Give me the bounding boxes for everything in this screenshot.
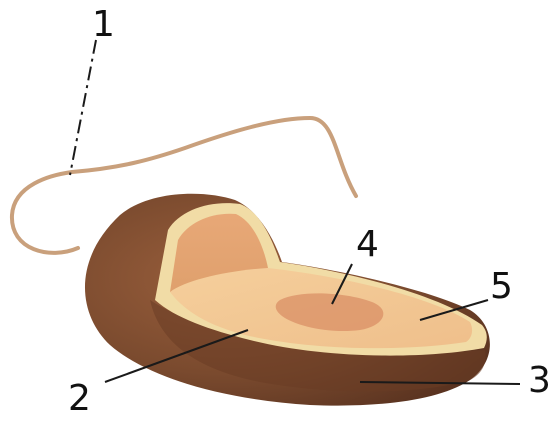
label-3: 3	[528, 360, 551, 401]
label-5: 5	[490, 266, 513, 307]
label-4: 4	[356, 224, 379, 265]
leader-line-1	[70, 40, 96, 175]
label-1: 1	[92, 4, 115, 45]
label-2: 2	[68, 378, 91, 419]
